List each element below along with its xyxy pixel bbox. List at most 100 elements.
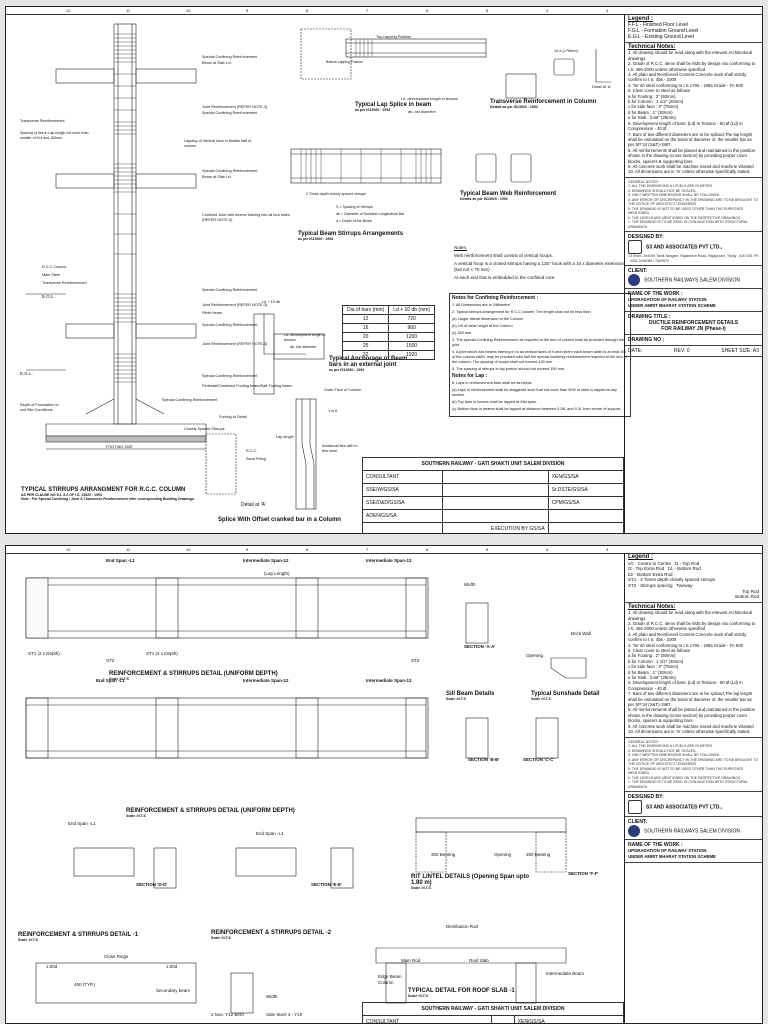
label-main-rod: Main Rod (401, 958, 421, 963)
label-intermediate-beam: Intermediate Beam (546, 971, 585, 976)
lap-splice-drawing (300, 28, 487, 80)
label-section-e: SECTION 'E-E' (311, 882, 342, 887)
label-rcc: R.C.C. (246, 449, 258, 453)
drawing-no: DRAWING NO : (625, 335, 762, 347)
label-beam-slab-2: Beam at Slab Lvl. (202, 175, 232, 179)
client-2: CLIENT: SOUTHERN RAILWAYS SALEM DIVISION (625, 817, 762, 840)
label-one-in-six: 1 in 6 (328, 409, 338, 413)
label-beam-slab-1: Beam at Slab Lvl. (202, 61, 232, 65)
label-joint-reinf-3: Joint Reinforcement (REFER NOTE-3) (202, 342, 268, 346)
label-distribution-rod: Distribution Rod (446, 924, 479, 929)
label-rcc-column: R.C.C Column (42, 265, 67, 269)
label-450: 450 (TYP.) (74, 982, 96, 987)
label-top-lap: Top Lapping Position (376, 35, 412, 39)
label-egl-2: E.G.L. (20, 371, 33, 376)
label-confined-joint: Confined Joint with beams framing into a… (202, 213, 290, 222)
label-int-span-12a: Intermediate Span-12 (243, 558, 289, 563)
legend: Legend : F.F.L - Finished Floor Level F.… (625, 14, 762, 43)
label-end-span-3: End Span -L1 (68, 821, 96, 826)
label-ld-tension: Ld- development length in tension (401, 97, 458, 101)
column-elevation (26, 23, 207, 450)
title-typical-stirrups: TYPICAL STIRRUPS ARRANGMENT FOR R.C.C. C… (21, 487, 195, 501)
label-bearing-2: 300 Bearing (526, 852, 551, 857)
label-edge-beam: Edge Beam (378, 974, 402, 979)
label-lapping: Lapping of Vertical bars in Middle half … (184, 139, 252, 148)
label-footing-size: FOOTING SIZE (106, 445, 133, 449)
label-special-confining-6: Special Confining Reinforcement (202, 374, 258, 378)
anchorage-drawing (253, 313, 325, 395)
s3-logo-icon (628, 800, 642, 814)
label-spacing-note: Spacing of ties in Lap-length not more t… (20, 131, 89, 140)
label-pedestal: Pedestal/Combined Footing beam/Raft Foot… (202, 384, 292, 388)
drawing-title: DRAWING TITLE : DUCTILE REINFORCEMENT DE… (625, 312, 762, 336)
label-transverse-2: Transverse Reinforcement (42, 281, 87, 285)
label-int-span-13b: Intermediate Span-13 (366, 678, 412, 683)
name-of-work-2: NAME OF THE WORK : UPGRADATION OF RAILWA… (625, 840, 762, 863)
label-int-span-12b: Intermediate Span-12 (243, 678, 289, 683)
label-st2-1: ST2 (106, 658, 115, 663)
label-special-confining-1: Special Confining Reinforcement (202, 55, 258, 59)
approval-table: SOUTHERN RAILWAY - GATI SHAKTI UNIT SALE… (362, 457, 625, 533)
title-block-2: Legend : c/c - Centre to Centre t1 - Top… (624, 553, 762, 1023)
label-transverse-1: Transverse Reinforcement (20, 119, 65, 123)
label-stirrup-note-1: S = Spacing of Stirrups (336, 205, 373, 209)
label-section-a: SECTION 'A-A' (464, 644, 496, 649)
label-detail-a-bottom: Detail at 'A' (241, 502, 266, 508)
label-lap-length: Lap length (276, 435, 294, 439)
splice-offset-drawing (205, 398, 317, 510)
approval-table-2: SOUTHERN RAILWAY - GATI SHAKTI UNIT SALE… (361, 1002, 625, 1023)
label-section-c: SECTION 'C-C' (523, 757, 555, 762)
label-end-span-4: End Span -L1 (256, 831, 284, 836)
designed-by: DESIGNED BY: S3 AND ASSOCIATES PVT LTD.,… (625, 232, 762, 267)
web-notes: Notes: Web reinforcement shall consist o… (454, 245, 624, 280)
label-closely-spaced: Closely Spaced Stirrups (184, 427, 225, 431)
label-section-d: SECTION 'D-D' (136, 882, 168, 887)
title-reinf-2: REINFORCEMENT & STIRRUPS DETAIL (UNIFORM… (126, 808, 295, 818)
label-special-confining-3: Special Confining Reinforcement (202, 169, 258, 173)
label-special-confining-4: Special Confining Reinforcement (202, 288, 258, 292)
label-additional-ties: Additional ties with in this zone (322, 444, 358, 453)
title-block-1: Legend : F.F.L - Finished Floor Level F.… (624, 14, 762, 533)
label-side-steel: Side Steel 4 - Y10 (266, 1012, 303, 1017)
railway-logo-icon (628, 825, 640, 837)
label-egl-1: E.G.L. (42, 294, 55, 299)
label-end-span-2: End Span -L1 (96, 678, 125, 683)
drawing-area (26, 23, 611, 510)
beam-stirrups-drawing (290, 148, 532, 184)
label-joint-reinf-2: Joint Reinforcement (REFER NOTE-3) (202, 303, 268, 307)
general-notes-2: GENERAL NOTES: 1. ALL THE DIMENSIONS & L… (625, 738, 762, 792)
label-sand-filling: Sand Filling (246, 457, 266, 461)
label-main-steel: Main Steel (42, 273, 60, 277)
label-opening-1: Opening (526, 653, 544, 658)
label-special-confining-2: Special Confining Reinforcement (202, 111, 258, 115)
legend-2: Legend : c/c - Centre to Centre t1 - Top… (625, 553, 762, 603)
transverse-reinforcement-drawing (505, 49, 611, 99)
label-end-span-1: End Span -L1 (106, 558, 135, 563)
label-section-f: SECTION 'F-F' (568, 871, 599, 876)
label-secondary-beam: Secondary beam (156, 988, 191, 993)
confining-notes: Notes for Confining Reinforcement : 1. A… (449, 293, 631, 417)
label-stirrup-note-2: db = Diameter of Smallest Longitudinal B… (336, 212, 405, 216)
label-stirrup-note-3: d = Depth of the Beam (336, 219, 373, 223)
label-detail-at-a: Detail at 'A' (592, 85, 611, 89)
label-special-confining-5: Special Confining Reinforcement (202, 323, 258, 327)
label-joint-reinf-1: Joint Reinforcement (REFER NOTE-3) (202, 105, 268, 109)
label-close-rings: Close Rings (104, 954, 129, 959)
label-bearing-1: 300 Bearing (431, 852, 456, 857)
label-db-bar: db- bar diameter (290, 345, 317, 349)
label-width-a: Width (464, 582, 476, 587)
label-roof-slab: Roof Slab (469, 958, 489, 963)
